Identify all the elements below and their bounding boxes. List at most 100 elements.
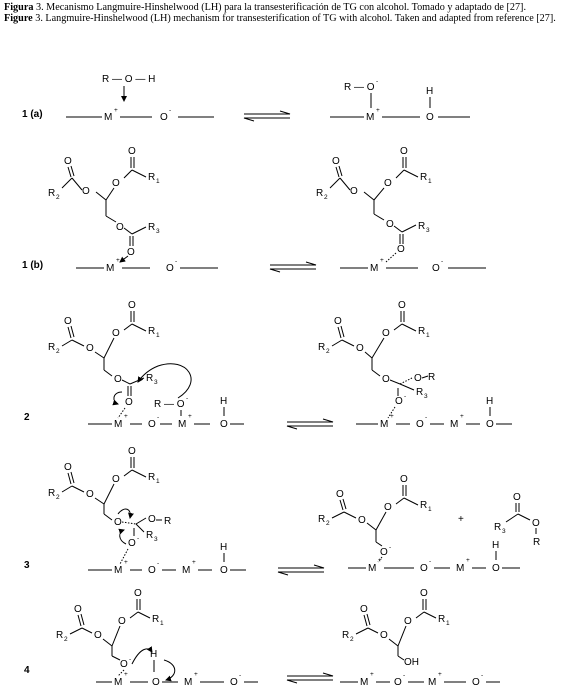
step-label-3: 3 — [24, 560, 30, 571]
r3-group: R — [494, 522, 501, 533]
step-label-2: 2 — [24, 412, 30, 423]
equilibrium-arrow-1a — [243, 110, 291, 122]
ester-oxygen: O — [386, 219, 394, 230]
step-1a-left: R — O — H M + O - — [66, 74, 214, 123]
metal-site: M — [184, 677, 192, 688]
equilibrium-arrow-2 — [286, 418, 334, 430]
svg-text:1: 1 — [426, 332, 430, 339]
step-1b-right-surface: M + O - — [340, 257, 486, 274]
hydrogen-label: H — [220, 396, 227, 407]
step-1b-left-surface: M + O - — [76, 257, 218, 274]
svg-text:1: 1 — [428, 506, 432, 513]
r1-group: R — [148, 326, 155, 337]
r-group: R — [428, 372, 435, 383]
plus-sign: + — [458, 514, 464, 525]
oxygen-site: O — [416, 419, 424, 430]
metal-site: M — [114, 565, 122, 576]
svg-text:2: 2 — [326, 520, 330, 527]
carbonyl-oxygen: O — [74, 604, 82, 615]
r3-group: R — [418, 221, 425, 232]
carbonyl-oxygen: O — [127, 247, 135, 258]
svg-text:-: - — [239, 672, 241, 679]
r2-group: R — [48, 188, 55, 199]
r2-group: R — [48, 342, 55, 353]
oxygen-site: O — [166, 263, 174, 274]
svg-text:+: + — [466, 557, 470, 564]
metal-site: M — [380, 419, 388, 430]
r1-group: R — [420, 172, 427, 183]
metal-charge: + — [114, 107, 118, 114]
ester-oxygen: O — [414, 373, 422, 384]
caption-es-number: 3. — [35, 2, 44, 13]
ester-oxygen: O — [114, 517, 122, 528]
r2-group: R — [318, 514, 325, 525]
oxygen-site: O — [432, 263, 440, 274]
r1-group: R — [148, 172, 155, 183]
equilibrium-arrow-4 — [286, 672, 334, 684]
hydrogen-label: H — [150, 649, 157, 660]
carbonyl-oxygen: O — [128, 300, 136, 311]
alkoxide-oxygen: O — [120, 659, 128, 670]
carbonyl-oxygen: O — [134, 588, 142, 599]
svg-text:+: + — [370, 671, 374, 678]
r1-group: R — [148, 472, 155, 483]
step-label-1b: 1 (b) — [22, 260, 43, 271]
alkoxide-oxygen: O — [128, 538, 136, 549]
r2-group: R — [318, 342, 325, 353]
caption-es-text: Mecanismo Langmuire-Hinshelwood (LH) par… — [46, 2, 526, 13]
ester-oxygen: O — [112, 474, 120, 485]
svg-text:-: - — [404, 393, 406, 400]
metal-site: M — [456, 563, 464, 574]
ester-oxygen: O — [82, 186, 90, 197]
caption-en-text: Langmuire-Hinshelwood (LH) mechanism for… — [45, 13, 556, 24]
carbonyl-oxygen: O — [64, 156, 72, 167]
methoxide-charge: - — [376, 78, 378, 85]
methoxide-label: R — O — [344, 82, 375, 93]
carbonyl-oxygen: O — [398, 300, 406, 311]
oxygen-site: O — [492, 563, 500, 574]
svg-text:1: 1 — [446, 620, 450, 627]
svg-text:-: - — [157, 414, 159, 421]
oxygen-site: O — [486, 419, 494, 430]
ester-oxygen: O — [382, 328, 390, 339]
caption-english: Figure 3. Langmuire-Hinshelwood (LH) mec… — [4, 13, 562, 24]
r3-group: R — [146, 530, 153, 541]
oxygen-charge: - — [441, 258, 443, 265]
hydrogen-label: H — [492, 540, 499, 551]
svg-text:1: 1 — [428, 178, 432, 185]
svg-text:1: 1 — [156, 178, 160, 185]
oxygen-site: O — [472, 677, 480, 688]
step-2-right: O R 2 O O R 1 O O O R R 3 O - M + — [318, 300, 512, 430]
hydrogen-label: H — [426, 86, 433, 97]
metal-site: M — [368, 563, 376, 574]
svg-text:2: 2 — [56, 194, 60, 201]
step-4-right: O R 2 O O R 1 O OH M + O - M + O - — [340, 588, 500, 688]
metal-site: M — [106, 263, 114, 274]
metal-site: M — [366, 112, 374, 123]
ester-oxygen: O — [148, 514, 156, 525]
oxygen-site: O — [220, 565, 228, 576]
r3-group: R — [416, 387, 423, 398]
svg-text:+: + — [438, 671, 442, 678]
ester-oxygen: O — [358, 515, 366, 526]
methoxide-label: R — O — [154, 399, 185, 410]
oxygen-charge: - — [169, 107, 171, 114]
ester-oxygen: O — [384, 502, 392, 513]
ester-oxygen: O — [94, 630, 102, 641]
r-group: R — [533, 537, 540, 548]
ester-oxygen: O — [380, 630, 388, 641]
carbonyl-oxygen: O — [64, 316, 72, 327]
oxygen-site: O — [160, 112, 168, 123]
carbonyl-oxygen: O — [125, 397, 133, 408]
svg-text:3: 3 — [154, 536, 158, 543]
svg-text:3: 3 — [424, 393, 428, 400]
step-1b-right-triglyceride: O R 1 O O O R 2 O R 3 O — [316, 146, 432, 263]
step-3-fame-product: O R 3 O R — [494, 492, 540, 548]
oxygen-site: O — [148, 565, 156, 576]
hydrogen-label: H — [486, 396, 493, 407]
metal-site: M — [114, 677, 122, 688]
ester-oxygen: O — [118, 616, 126, 627]
oxygen-site: O — [148, 419, 156, 430]
svg-text:-: - — [157, 560, 159, 567]
